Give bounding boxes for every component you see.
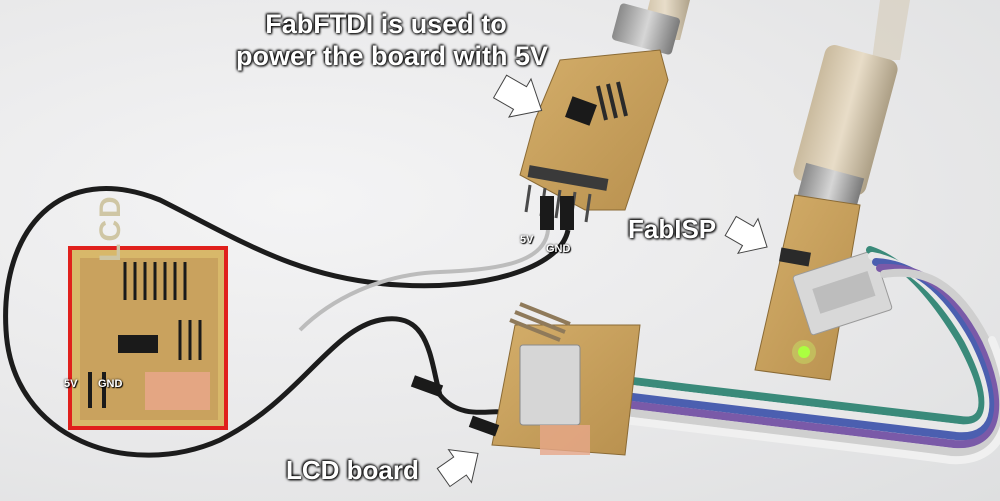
caption-lcd-board: LCD board (286, 455, 419, 485)
inset-silkscreen-label: LCD (94, 194, 127, 262)
black-cable (3, 186, 571, 458)
caption-fabisp: FabISP (628, 214, 717, 244)
arrow-fabisp (724, 215, 768, 255)
ftdi-usb-plug (612, 3, 680, 55)
inset-gnd-label: GND (98, 378, 123, 390)
inset-5v-label: 5V (64, 378, 78, 390)
arrow-lcd (436, 448, 479, 488)
ftdi-gnd-label: GND (546, 243, 571, 255)
arrow-ftdi (492, 74, 543, 118)
lcd-inset (68, 246, 228, 430)
isp-usb-plug (793, 45, 898, 196)
caption-fabftdi-line2: power the board with 5V (236, 41, 549, 71)
gray-cable (298, 229, 550, 332)
caption-fabftdi-line1: FabFTDI is used to (265, 9, 507, 39)
isp-usb-cable (872, 0, 910, 60)
ftdi-5v-label: 5V (520, 234, 534, 246)
green-led (798, 346, 810, 358)
caption-fabftdi: FabFTDI is used to power the board with … (236, 8, 549, 72)
ribbon-cable (556, 246, 1000, 465)
